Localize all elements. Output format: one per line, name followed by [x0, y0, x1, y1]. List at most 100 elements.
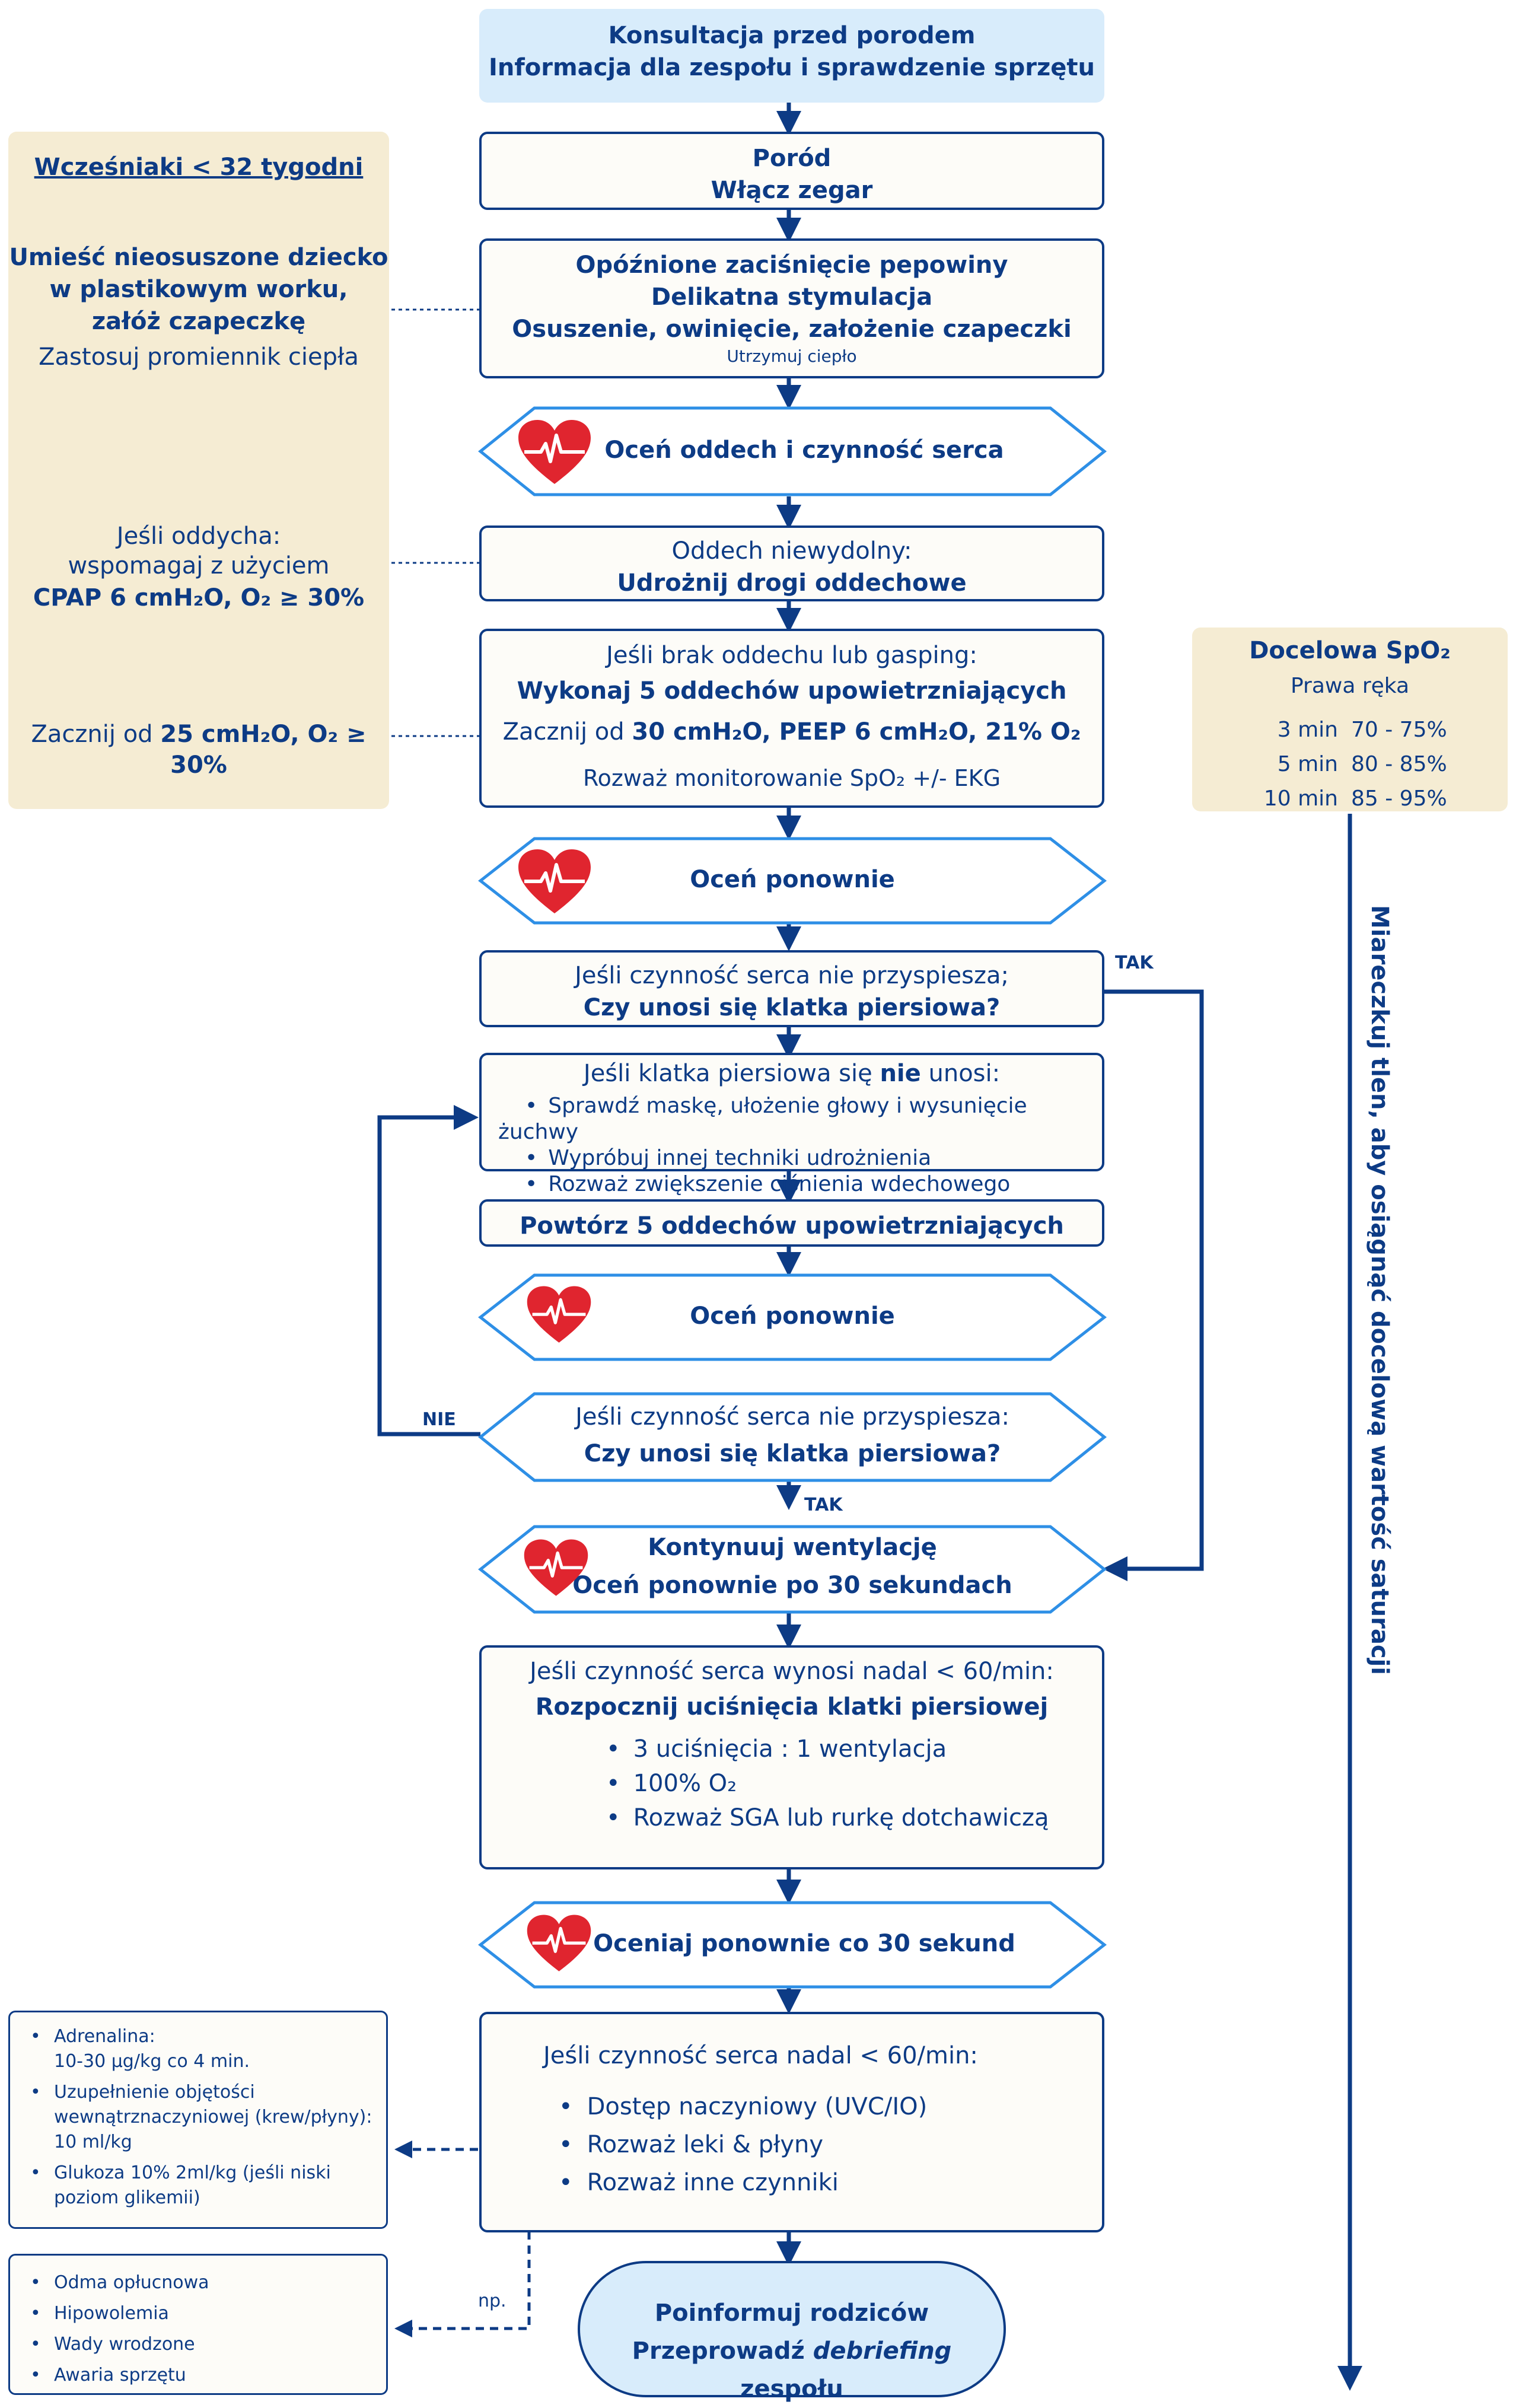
- chest-title-suffix: unosi:: [920, 1060, 1001, 1087]
- airway-line1: Oddech niewydolny:: [671, 537, 912, 565]
- question-2-hex: Jeśli czynność serca nie przyspiesza: Cz…: [478, 1391, 1107, 1483]
- preterm-p3-prefix: Zacznij od: [31, 721, 161, 748]
- compressions-box: Jeśli czynność serca wynosi nadal < 60/m…: [479, 1645, 1104, 1869]
- chest-item: •Sprawdź maskę, ułożenie głowy i wysunię…: [498, 1094, 1027, 1144]
- reassess-30s-hex: Oceniaj ponownie co 30 sekund: [478, 1900, 1107, 1989]
- debriefing-box: Poinformuj rodziców Przeprowadź debriefi…: [578, 2261, 1006, 2403]
- access-item: •Dostęp naczyniowy (UVC/IO): [559, 2093, 928, 2120]
- inflation-box: Jeśli brak oddechu lub gasping: Wykonaj …: [479, 629, 1104, 808]
- preterm-p3: Zacznij od 25 cmH₂O, O₂ ≥ 30%: [8, 719, 389, 781]
- consultation-box: Konsultacja przed porodem Informacja dla…: [479, 9, 1104, 103]
- spo2-ranges: 70 - 75% 80 - 85% 85 - 95%: [1351, 713, 1447, 816]
- cord-line1: Opóźnione zaciśnięcie pepowiny: [575, 251, 1008, 279]
- chest-item-text: Sprawdź maskę, ułożenie głowy i wysunięc…: [498, 1094, 1027, 1144]
- spo2-range: 80 - 85%: [1351, 752, 1447, 776]
- chest-item-text: Wypróbuj innej techniki udrożnienia: [548, 1146, 932, 1170]
- assess-breathing-label: Oceń oddech i czynność serca: [604, 437, 1004, 464]
- reassess-hex-2: Oceń ponownie: [478, 1273, 1107, 1362]
- yes-label-1: TAK: [1115, 953, 1154, 973]
- preterm-p1-line3: załóż czapeczkę: [91, 308, 306, 335]
- drug-glucose-l2: poziom glikemii): [54, 2187, 200, 2208]
- chest-title-prefix: Jeśli klatka piersiowa się: [583, 1060, 880, 1087]
- chest-item: •Wypróbuj innej techniki udrożnienia: [525, 1146, 932, 1170]
- causes-panel: •Odma opłucnowa •Hipowolemia •Wady wrodz…: [8, 2254, 388, 2395]
- chest-item-text: Rozważ zwiększenie ciśnienia wdechowego: [548, 1172, 1011, 1196]
- cause-item: •Odma opłucnowa: [30, 2272, 209, 2293]
- debriefing-prefix: Przeprowadź: [632, 2337, 813, 2365]
- question-2-line1: Jeśli czynność serca nie przyspiesza:: [575, 1403, 1009, 1431]
- compressions-line2: Rozpocznij uciśnięcia klatki piersiowej: [535, 1693, 1049, 1721]
- compressions-item: •3 uciśnięcia : 1 wentylacja: [606, 1735, 947, 1763]
- reassess-30s-label: Oceniaj ponownie co 30 sekund: [593, 1930, 1015, 1957]
- drug-item: • Uzupełnienie objętości wewnątrznaczyni…: [24, 2080, 377, 2155]
- question-2-line2: Czy unosi się klatka piersiowa?: [584, 1440, 1001, 1467]
- drug-volume-l2: wewnątrznaczyniowej (krew/płyny):: [54, 2107, 372, 2127]
- heart-icon: [524, 1539, 588, 1596]
- drug-volume-l3: 10 ml/kg: [54, 2132, 132, 2152]
- debriefing-line2: Przeprowadź debriefing zespołu: [580, 2332, 1004, 2408]
- spo2-range: 85 - 95%: [1351, 786, 1447, 811]
- cord-line3: Osuszenie, owinięcie, założenie czapeczk…: [512, 316, 1072, 343]
- chest-title-bold: nie: [880, 1060, 921, 1087]
- cord-note: Utrzymuj ciepło: [727, 346, 857, 366]
- preterm-title: Wcześniaki < 32 tygodni: [34, 154, 364, 181]
- inflation-line3-prefix: Zacznij od: [502, 718, 632, 746]
- vascular-access-title: Jeśli czynność serca nadal < 60/min:: [543, 2042, 978, 2069]
- access-item-text: Rozważ inne czynniki: [587, 2169, 839, 2196]
- cause-item: •Hipowolemia: [30, 2303, 169, 2324]
- vascular-access-box: Jeśli czynność serca nadal < 60/min: •Do…: [479, 2012, 1104, 2232]
- access-item-text: Dostęp naczyniowy (UVC/IO): [587, 2093, 928, 2120]
- assess-breathing-hex: Oceń oddech i czynność serca: [478, 406, 1107, 497]
- question-1-line2: Czy unosi się klatka piersiowa?: [583, 994, 1001, 1021]
- heart-icon: [527, 1286, 591, 1343]
- chest-not-rising-title: Jeśli klatka piersiowa się nie unosi:: [482, 1058, 1102, 1090]
- access-item: •Rozważ leki & płyny: [559, 2131, 824, 2158]
- yes-label-2: TAK: [804, 1495, 843, 1515]
- access-item-text: Rozważ leki & płyny: [587, 2131, 824, 2158]
- drug-item: • Glukoza 10% 2ml/kg (jeśli niski poziom…: [24, 2161, 377, 2210]
- inflation-line3: Zacznij od 30 cmH₂O, PEEP 6 cmH₂O, 21% O…: [482, 708, 1102, 756]
- consultation-line1: Konsultacja przed porodem: [608, 22, 976, 49]
- cord-line2: Delikatna stymulacja: [651, 284, 933, 311]
- spo2-time: 3 min: [1277, 718, 1338, 742]
- birth-line2: Włącz zegar: [711, 177, 873, 204]
- drug-adrenaline-dose: 10-30 µg/kg co 4 min.: [54, 2051, 250, 2072]
- drug-volume-l1: Uzupełnienie objętości: [54, 2082, 255, 2103]
- preterm-p1-line4: Zastosuj promiennik ciepła: [39, 343, 359, 371]
- repeat-breaths-label: Powtórz 5 oddechów upowietrzniających: [520, 1212, 1064, 1240]
- heart-icon: [518, 420, 591, 484]
- spo2-target-panel: Docelowa SpO₂ Prawa ręka 3 min 5 min 10 …: [1192, 628, 1508, 811]
- drug-glucose-l1: Glukoza 10% 2ml/kg (jeśli niski: [54, 2162, 331, 2183]
- inflation-line2: Wykonaj 5 oddechów upowietrzniających: [517, 677, 1067, 705]
- compressions-item: •Rozważ SGA lub rurkę dotchawiczą: [606, 1804, 1049, 1832]
- reassess-hex-1: Oceń ponownie: [478, 836, 1107, 925]
- continue-ventilation-hex: Kontynuuj wentylację Oceń ponownie po 30…: [478, 1524, 1107, 1614]
- compressions-item: •100% O₂: [606, 1770, 737, 1797]
- preterm-panel: Wcześniaki < 32 tygodni Umieść nieosuszo…: [8, 132, 389, 809]
- access-item: •Rozważ inne czynniki: [559, 2169, 839, 2196]
- debriefing-italic: debriefing: [813, 2337, 952, 2365]
- cause-text: Odma opłucnowa: [54, 2272, 209, 2293]
- inflation-line1: Jeśli brak oddechu lub gasping:: [606, 642, 977, 669]
- heart-icon: [527, 1915, 591, 1971]
- no-label: NIE: [422, 1409, 456, 1430]
- reassess-label-2: Oceń ponownie: [690, 1302, 895, 1330]
- question-1-line1: Jeśli czynność serca nie przyspiesza;: [575, 962, 1009, 989]
- debriefing-line1: Poinformuj rodziców: [654, 2299, 929, 2327]
- inflation-line3-pressures: 30 cmH₂O, PEEP 6 cmH₂O, 21% O₂: [632, 718, 1081, 746]
- preterm-p3-bold: 25 cmH₂O, O₂ ≥ 30%: [160, 721, 367, 779]
- preterm-p2-line3: CPAP 6 cmH₂O, O₂ ≥ 30%: [33, 584, 365, 611]
- spo2-subtitle: Prawa ręka: [1290, 674, 1410, 698]
- cord-box: Opóźnione zaciśnięcie pepowiny Delikatna…: [479, 238, 1104, 378]
- compressions-item-text: Rozważ SGA lub rurkę dotchawiczą: [633, 1804, 1049, 1832]
- compressions-item-text: 3 uciśnięcia : 1 wentylacja: [633, 1735, 947, 1763]
- airway-box: Oddech niewydolny: Udrożnij drogi oddech…: [479, 525, 1104, 601]
- eg-label: np.: [478, 2291, 507, 2311]
- inflation-line4: Rozważ monitorowanie SpO₂ +/- EKG: [582, 765, 1001, 791]
- continue-line1: Kontynuuj wentylację: [648, 1534, 937, 1561]
- compressions-line1: Jeśli czynność serca wynosi nadal < 60/m…: [530, 1658, 1054, 1685]
- spo2-title: Docelowa SpO₂: [1249, 637, 1451, 664]
- birth-line1: Poród: [752, 145, 832, 172]
- airway-line2: Udrożnij drogi oddechowe: [617, 569, 967, 597]
- repeat-breaths-box: Powtórz 5 oddechów upowietrzniających: [479, 1199, 1104, 1247]
